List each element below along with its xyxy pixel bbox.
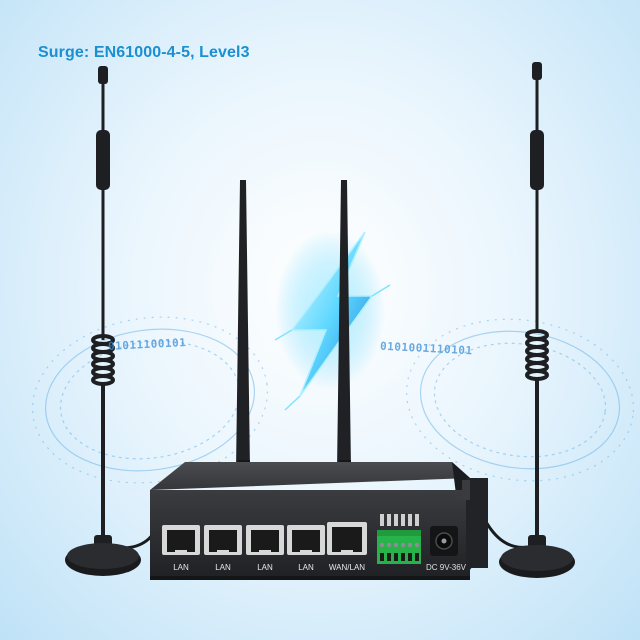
- ethernet-port-3: [246, 525, 284, 555]
- headline: Surge: EN61000-4-5, Level3: [38, 44, 250, 61]
- port-label-5: WAN/LAN: [328, 563, 366, 572]
- power-jack: [430, 526, 458, 556]
- ethernet-ports: [162, 522, 367, 555]
- port-label-4: LAN: [298, 563, 314, 572]
- port-label-1: LAN: [173, 563, 189, 572]
- terminal-block: [377, 514, 421, 564]
- lightning-bolt-icon: [274, 230, 391, 411]
- ethernet-port-1: [162, 525, 200, 555]
- port-label-2: LAN: [215, 563, 231, 572]
- power-label: DC 9V-36V: [426, 563, 467, 572]
- ethernet-port-5: [327, 522, 367, 555]
- ethernet-port-2: [204, 525, 242, 555]
- antenna-left: [65, 66, 162, 576]
- port-label-3: LAN: [257, 563, 273, 572]
- antenna-right: [469, 62, 575, 578]
- ethernet-port-4: [287, 525, 325, 555]
